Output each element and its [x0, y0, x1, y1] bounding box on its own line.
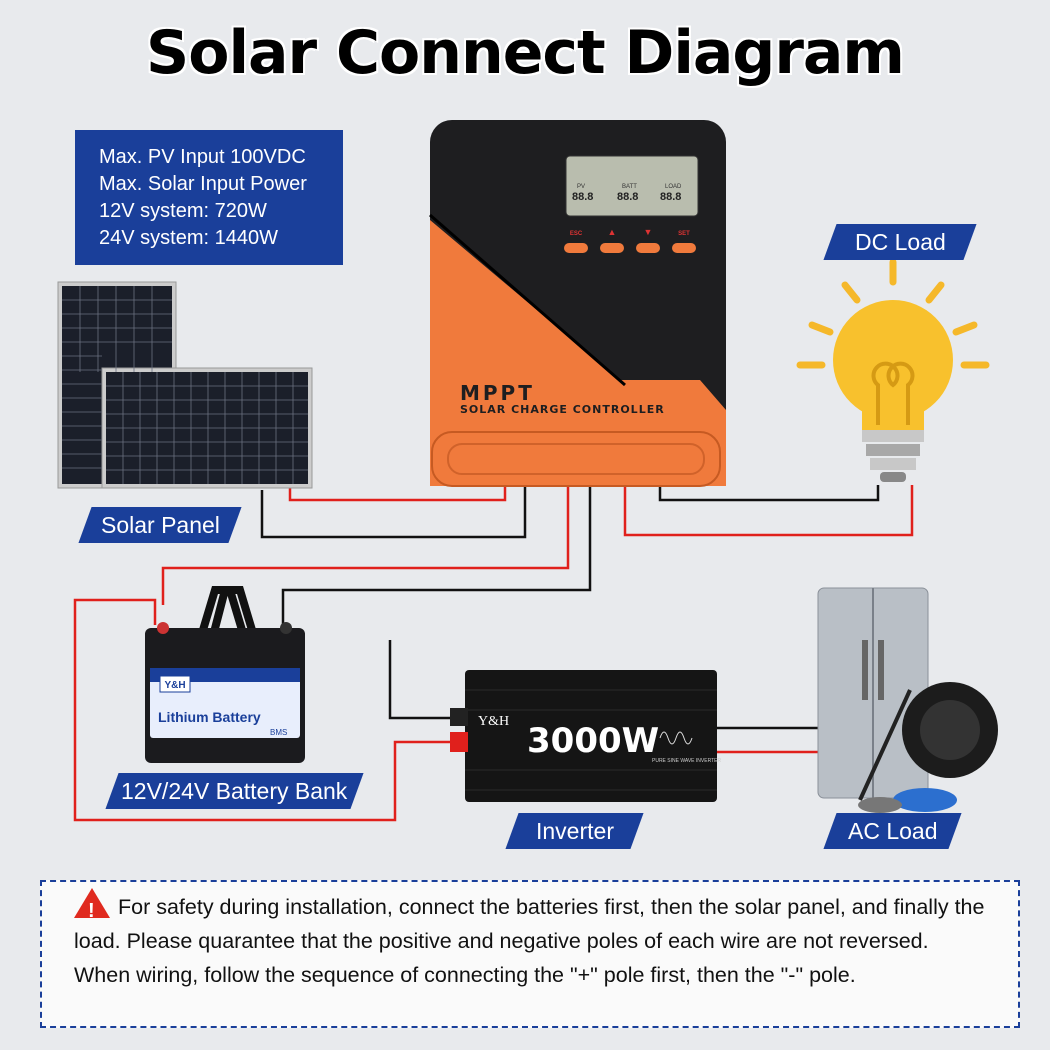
inverter-type: PURE SINE WAVE INVERTER — [652, 758, 721, 764]
wire-battery-positive — [161, 487, 570, 605]
ac-load-image — [817, 587, 998, 813]
label-text: DC Load — [854, 229, 946, 255]
esc-button-label: ESC — [570, 231, 583, 237]
inverter-power: 3000W — [527, 721, 659, 761]
label-battery-bank: 12V/24V Battery Bank — [105, 773, 364, 809]
warning-icon — [74, 888, 110, 928]
lcd-value: 88.8 — [660, 191, 681, 203]
wire-inverter-positive — [73, 598, 460, 822]
inverter-image — [450, 670, 717, 802]
lcd-load: LOAD — [665, 184, 682, 190]
wire-battery-negative — [281, 487, 592, 625]
label-dc-load: DC Load — [823, 224, 977, 260]
controller-subtitle: SOLAR CHARGE CONTROLLER — [460, 403, 665, 416]
lcd-value: 88.8 — [617, 191, 638, 203]
label-inverter: Inverter — [505, 813, 644, 849]
label-text: Inverter — [535, 818, 614, 844]
battery-brand: Y&H — [164, 680, 185, 691]
safety-notice: For safety during installation, connect … — [40, 880, 1020, 1028]
set-button-label: SET — [678, 231, 690, 237]
bulb-image — [796, 258, 990, 482]
down-button-label: ▼ — [644, 227, 653, 237]
lcd-value: 88.8 — [572, 191, 593, 203]
inverter-brand: Y&H — [478, 714, 509, 729]
battery-bms: BMS — [270, 728, 287, 737]
up-button-label: ▲ — [608, 227, 617, 237]
sine-wave-icon — [659, 731, 693, 745]
spec-line: 24V system: 1440W — [99, 227, 278, 249]
battery-name: Lithium Battery — [158, 709, 261, 725]
notice-text: For safety during installation, connect … — [74, 895, 985, 987]
spec-line: 12V system: 720W — [99, 200, 267, 222]
spec-line: Max. PV Input 100VDC — [99, 146, 306, 168]
specs-box: Max. PV Input 100VDC Max. Solar Input Po… — [75, 130, 343, 265]
label-solar-panel: Solar Panel — [78, 507, 242, 543]
charge-controller-image — [429, 120, 726, 487]
label-text: Solar Panel — [100, 512, 220, 538]
lcd-batt: BATT — [622, 184, 637, 190]
wire-solar-negative — [260, 487, 527, 539]
wires — [73, 485, 914, 822]
wire-solar-positive — [288, 487, 507, 502]
controller-brand: MPPT — [460, 381, 535, 405]
spec-line: Max. Solar Input Power — [99, 173, 307, 195]
lcd-pv: PV — [577, 184, 585, 190]
wire-load-negative — [658, 485, 880, 502]
label-text: 12V/24V Battery Bank — [121, 778, 348, 804]
page-title: Solar Connect Diagram — [146, 18, 905, 88]
solar-panel-image — [57, 281, 313, 489]
wire-load-positive — [623, 485, 914, 537]
wire-inverter-negative — [388, 640, 460, 720]
label-text: AC Load — [847, 818, 938, 844]
label-ac-load: AC Load — [823, 813, 962, 849]
